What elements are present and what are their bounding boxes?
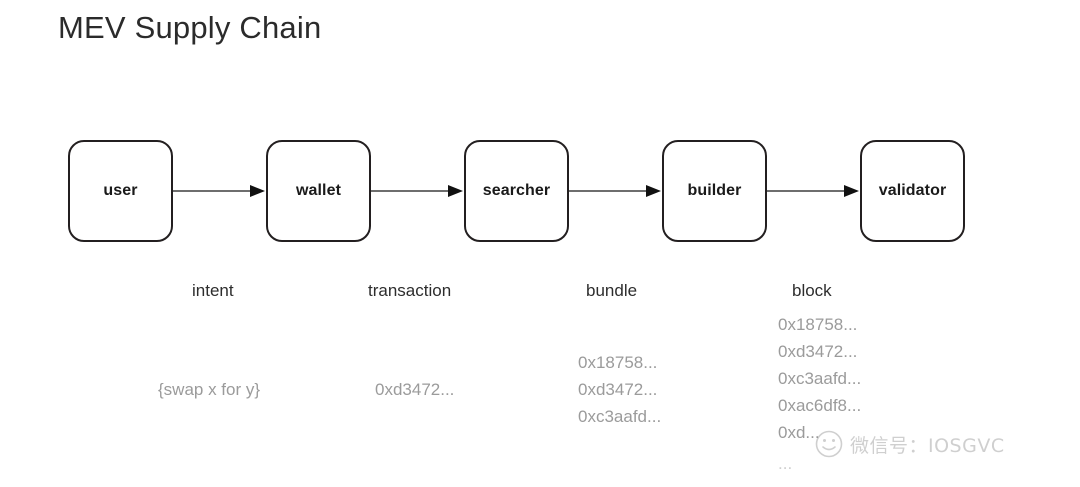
arrow-head-icon <box>448 185 463 197</box>
node-wallet-label: wallet <box>295 182 342 199</box>
stage-column-transaction: transaction 0xd3472... <box>320 281 520 403</box>
node-searcher-label: searcher <box>482 182 551 199</box>
stage-values-bundle: 0x18758... 0xd3472... 0xc3aafd... <box>520 349 720 430</box>
stage-column-intent: intent {swap x for y} <box>120 281 320 403</box>
node-validator-label: validator <box>878 182 947 199</box>
node-searcher[interactable]: searcher <box>464 140 569 242</box>
arrow-searcher-to-builder <box>569 185 662 197</box>
arrow-shaft <box>173 190 252 192</box>
arrow-shaft <box>371 190 450 192</box>
stage-value: 0xc3aafd... <box>778 369 862 388</box>
stage-value: {swap x for y} <box>158 380 261 399</box>
node-user[interactable]: user <box>68 140 173 242</box>
stage-label-transaction: transaction <box>368 281 452 300</box>
stage-label-bundle: bundle <box>586 281 638 300</box>
stage-value: 0x18758... <box>778 315 858 334</box>
stage-column-block: block 0x18758... 0xd3472... 0xc3aafd... … <box>720 281 920 477</box>
node-wallet[interactable]: wallet <box>266 140 371 242</box>
stage-value: 0xd3472... <box>578 380 658 399</box>
page-title: MEV Supply Chain <box>58 10 322 45</box>
node-builder[interactable]: builder <box>662 140 767 242</box>
stage-values-block: 0x18758... 0xd3472... 0xc3aafd... 0xac6d… <box>720 311 920 477</box>
stage-label-intent: intent <box>192 281 234 300</box>
node-builder-label: builder <box>687 182 742 199</box>
node-user-label: user <box>103 182 138 199</box>
stage-value: 0xac6df8... <box>778 396 862 415</box>
stage-value-ellipsis: ... <box>778 454 793 473</box>
stage-label-block: block <box>792 281 832 300</box>
arrow-shaft <box>569 190 648 192</box>
arrow-wallet-to-searcher <box>371 185 464 197</box>
stage-value: 0xd3472... <box>375 380 455 399</box>
arrow-head-icon <box>250 185 265 197</box>
stage-values-intent: {swap x for y} <box>120 376 320 403</box>
stage-value: 0xd... <box>778 423 820 442</box>
arrow-builder-to-validator <box>767 185 860 197</box>
arrow-head-icon <box>646 185 661 197</box>
stage-value: 0xc3aafd... <box>578 407 662 426</box>
stage-values-transaction: 0xd3472... <box>320 376 520 403</box>
flow-row: user wallet searcher builder val <box>0 140 1080 244</box>
stage-value: 0xd3472... <box>778 342 858 361</box>
arrow-head-icon <box>844 185 859 197</box>
arrow-shaft <box>767 190 846 192</box>
stage-column-bundle: bundle 0x18758... 0xd3472... 0xc3aafd... <box>520 281 720 430</box>
node-validator[interactable]: validator <box>860 140 965 242</box>
stage-value: 0x18758... <box>578 353 658 372</box>
arrow-user-to-wallet <box>173 185 266 197</box>
